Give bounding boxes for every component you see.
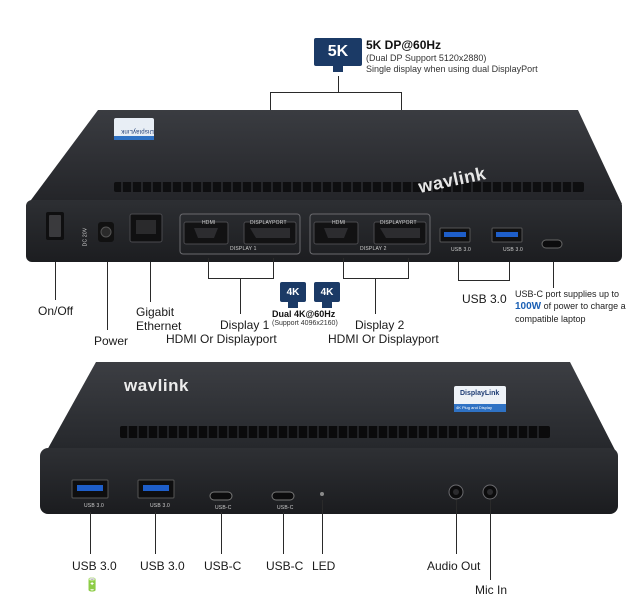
display2-label-1: Display 2 bbox=[355, 318, 405, 332]
top-dock-displaylink: DisplayLink bbox=[121, 128, 154, 134]
display2-leader bbox=[375, 278, 376, 314]
display1-bracket-right bbox=[273, 258, 274, 278]
fivek-title: 5K DP@60Hz bbox=[366, 38, 442, 52]
top-display2-label: DISPLAY 2 bbox=[360, 246, 387, 252]
usbc-note: USB-C port supplies up to 100W of power … bbox=[515, 288, 626, 325]
power-leader bbox=[107, 262, 108, 330]
top-dock bbox=[18, 96, 624, 266]
bottom-usb2-label: USB 3.0 bbox=[140, 559, 185, 573]
top-usb2-label: USB 3.0 bbox=[503, 247, 524, 253]
top-display1-label: DISPLAY 1 bbox=[230, 246, 257, 252]
dual4k-sub: (Support 4096x2160) bbox=[272, 320, 338, 327]
display1-bracket-left bbox=[208, 258, 209, 278]
display2-bracket-left bbox=[343, 258, 344, 278]
bottom-port-usb1: USB 3.0 bbox=[84, 503, 105, 509]
fourk-badge-2: 4K bbox=[320, 286, 334, 298]
top-hdmi2-label: HDMI bbox=[332, 220, 346, 226]
usb30-bracket-bottom bbox=[458, 280, 510, 281]
usb30-bracket-right bbox=[509, 262, 510, 280]
top-dock-body bbox=[26, 110, 622, 262]
mic-leader bbox=[490, 500, 491, 580]
bottom-dock-displaylink-sub: 4K Plug and Display bbox=[456, 405, 493, 410]
gigabit-leader bbox=[150, 262, 151, 302]
gigabit-label-2: Ethernet bbox=[136, 319, 182, 333]
top-dp1-label: DISPLAYPORT bbox=[250, 220, 287, 226]
display2-bracket-bottom bbox=[343, 278, 409, 279]
usb30-bracket-left bbox=[458, 262, 459, 280]
fourk-badge-1: 4K bbox=[286, 286, 300, 298]
usbc-note-rest: of power to charge a bbox=[541, 301, 626, 311]
monitor-4k-icon-1: 4K bbox=[280, 282, 306, 308]
usb30-label: USB 3.0 bbox=[462, 292, 507, 306]
top-dp2-label: DISPLAYPORT bbox=[380, 220, 417, 226]
monitor-4k-icon-2: 4K bbox=[314, 282, 340, 308]
fivek-callout-text: 5K DP@60Hz (Dual DP Support 5120x2880) S… bbox=[366, 38, 538, 74]
usb2-leader bbox=[155, 512, 156, 554]
display1-label-1: Display 1 bbox=[220, 318, 270, 332]
top-usb1-label: USB 3.0 bbox=[451, 247, 472, 253]
onoff-leader bbox=[55, 262, 56, 300]
display1-bracket-bottom bbox=[208, 278, 274, 279]
bottom-usbc2-label: USB-C bbox=[266, 559, 304, 573]
top-hdmi1-label: HDMI bbox=[202, 220, 216, 226]
usbc-note-line-2: 100W of power to charge a bbox=[515, 300, 626, 313]
bottom-dock-brand: wavlink bbox=[124, 376, 189, 395]
bottom-port-usbc1: USB-C bbox=[215, 505, 232, 511]
bottom-led-label: LED bbox=[312, 559, 336, 573]
bottom-mic-label: Mic In bbox=[475, 583, 508, 597]
usbc-note-line-3: compatible laptop bbox=[515, 314, 586, 324]
audio-leader bbox=[456, 500, 457, 554]
usb1-leader bbox=[90, 512, 91, 554]
display2-label-2: HDMI Or Displayport bbox=[328, 332, 439, 346]
fivek-connector-horizontal bbox=[270, 92, 402, 93]
display2-bracket-right bbox=[408, 258, 409, 278]
usbc-note-line-1: USB-C port supplies up to bbox=[515, 289, 620, 299]
led-leader bbox=[322, 500, 323, 554]
bottom-port-usb2: USB 3.0 bbox=[150, 503, 171, 509]
bottom-usb1-label: USB 3.0 bbox=[72, 559, 117, 573]
top-power-spec: DC 20V bbox=[82, 227, 89, 247]
onoff-label: On/Off bbox=[38, 304, 74, 318]
usbc-leader bbox=[553, 262, 554, 288]
fivek-sub: (Dual DP Support 5120x2880) bbox=[366, 53, 487, 63]
bottom-port-usbc2: USB-C bbox=[277, 505, 294, 511]
bottom-audio-label: Audio Out bbox=[427, 559, 481, 573]
usbc2-leader bbox=[283, 512, 284, 554]
dual4k-title: Dual 4K@60Hz bbox=[272, 309, 336, 319]
gigabit-label-1: Gigabit bbox=[136, 305, 175, 319]
fivek-badge: 5K bbox=[327, 43, 349, 60]
bottom-dock-body bbox=[40, 362, 618, 514]
display1-label-2: HDMI Or Displayport bbox=[166, 332, 277, 346]
bottom-dock-displaylink: DisplayLink bbox=[460, 390, 500, 397]
bottom-dock bbox=[40, 356, 620, 516]
usbc1-leader bbox=[221, 512, 222, 554]
power-label: Power bbox=[94, 334, 129, 348]
bottom-usbc1-label: USB-C bbox=[204, 559, 242, 573]
battery-charge-icon: 🔋 bbox=[84, 577, 101, 592]
fivek-desc: Single display when using dual DisplayPo… bbox=[366, 64, 538, 74]
usbc-note-watts: 100W bbox=[515, 301, 542, 312]
monitor-5k-icon: 5K bbox=[314, 38, 362, 72]
fivek-connector-vertical bbox=[338, 76, 339, 92]
display1-leader bbox=[240, 278, 241, 314]
